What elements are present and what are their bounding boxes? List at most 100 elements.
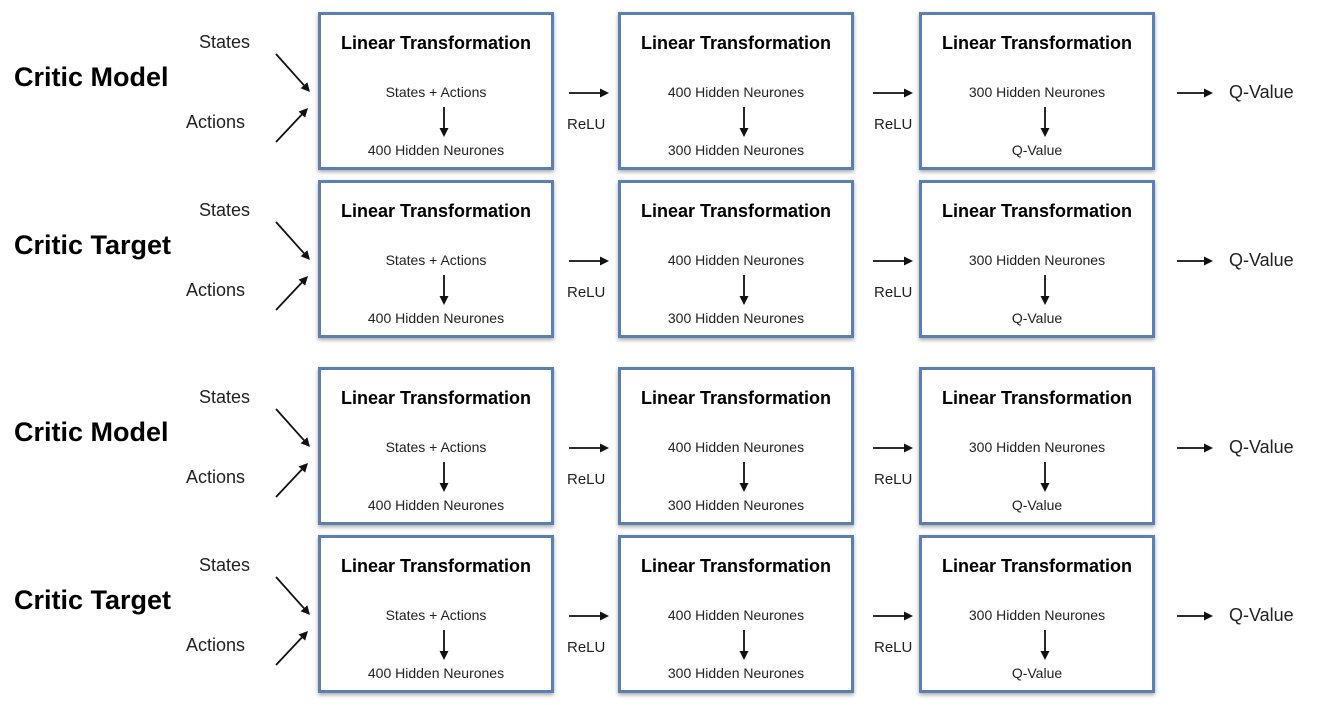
layer-title: Linear Transformation (941, 556, 1133, 576)
connector-arrow (873, 611, 913, 621)
down-arrow-icon (739, 275, 749, 305)
connector-arrow (873, 443, 913, 453)
activation-label: ReLU (874, 116, 913, 133)
output-arrow (1177, 443, 1213, 453)
states-arrow (275, 408, 310, 447)
input-arrows (275, 576, 310, 666)
layer-title: Linear Transformation (941, 201, 1133, 221)
linear-layer-box: Linear Transformation 300 Hidden Neurones… (919, 12, 1155, 170)
output-arrow-icon (1177, 88, 1213, 98)
layer-title: Linear Transformation (941, 388, 1133, 408)
connector-arrow (873, 88, 913, 98)
down-arrow (739, 462, 749, 492)
down-arrow (439, 275, 449, 305)
output-arrow (1177, 611, 1213, 621)
layer-title: Linear Transformation (340, 556, 532, 576)
linear-layer-box: Linear Transformation 300 Hidden Neurones… (919, 535, 1155, 693)
down-arrow (739, 275, 749, 305)
layer-output-text: 400 Hidden Neurones (367, 142, 505, 158)
model-title: Critic Model (14, 62, 169, 92)
actions-arrow (275, 276, 308, 311)
activation-label: ReLU (874, 471, 913, 488)
input-arrows (275, 221, 310, 311)
layer-input-text: States + Actions (385, 252, 487, 268)
down-arrow (1040, 107, 1050, 137)
layer-title: Linear Transformation (941, 33, 1133, 53)
layer-input-text: 300 Hidden Neurones (968, 607, 1106, 623)
output-arrow (1177, 256, 1213, 266)
states-input-label: States (199, 387, 251, 407)
down-arrow (1040, 275, 1050, 305)
output-label: Q-Value (1229, 82, 1294, 102)
layer-input-text: 400 Hidden Neurones (667, 252, 805, 268)
connector-arrow (873, 256, 913, 266)
layer-title: Linear Transformation (340, 201, 532, 221)
activation-label: ReLU (567, 471, 606, 488)
layer-title: Linear Transformation (640, 388, 832, 408)
output-arrow-icon (1177, 611, 1213, 621)
connector-arrow (569, 443, 609, 453)
connector-arrow-icon (569, 443, 609, 453)
states-arrow (275, 53, 310, 92)
layer-output-text: Q-Value (1011, 142, 1063, 158)
output-label: Q-Value (1229, 605, 1294, 625)
down-arrow-icon (1040, 275, 1050, 305)
connector-arrow-icon (873, 88, 913, 98)
layer-output-text: Q-Value (1011, 665, 1063, 681)
states-input-label: States (199, 200, 251, 220)
down-arrow-icon (1040, 462, 1050, 492)
down-arrow-icon (739, 630, 749, 660)
down-arrow (1040, 630, 1050, 660)
layer-output-text: 300 Hidden Neurones (667, 310, 805, 326)
actions-input-label: Actions (186, 635, 246, 655)
layer-input-text: States + Actions (385, 84, 487, 100)
connector-arrow-icon (569, 611, 609, 621)
connector-arrow-icon (873, 443, 913, 453)
states-arrow (275, 221, 310, 260)
connector-arrow (569, 611, 609, 621)
actions-input-label: Actions (186, 112, 246, 132)
connector-arrow-icon (569, 88, 609, 98)
down-arrow-icon (1040, 630, 1050, 660)
actions-arrow (275, 463, 308, 498)
connector-arrow-icon (569, 256, 609, 266)
layer-input-text: States + Actions (385, 439, 487, 455)
model-title: Critic Target (14, 585, 172, 615)
actions-arrow (275, 631, 308, 666)
output-arrow-icon (1177, 443, 1213, 453)
layer-output-text: 300 Hidden Neurones (667, 665, 805, 681)
down-arrow-icon (439, 462, 449, 492)
layer-input-text: 300 Hidden Neurones (968, 252, 1106, 268)
layer-input-text: 300 Hidden Neurones (968, 84, 1106, 100)
states-arrow (275, 576, 310, 615)
linear-layer-box: Linear Transformation 300 Hidden Neurones… (919, 180, 1155, 338)
layer-input-text: States + Actions (385, 607, 487, 623)
down-arrow-icon (739, 107, 749, 137)
connector-arrow (569, 256, 609, 266)
down-arrow (439, 630, 449, 660)
layer-title: Linear Transformation (340, 33, 532, 53)
connector-arrow-icon (873, 256, 913, 266)
layer-title: Linear Transformation (640, 556, 832, 576)
layer-output-text: Q-Value (1011, 310, 1063, 326)
activation-label: ReLU (567, 284, 606, 301)
down-arrow (739, 630, 749, 660)
output-label: Q-Value (1229, 250, 1294, 270)
actions-input-label: Actions (186, 467, 246, 487)
layer-output-text: 400 Hidden Neurones (367, 310, 505, 326)
layer-title: Linear Transformation (640, 33, 832, 53)
states-input-label: States (199, 555, 251, 575)
